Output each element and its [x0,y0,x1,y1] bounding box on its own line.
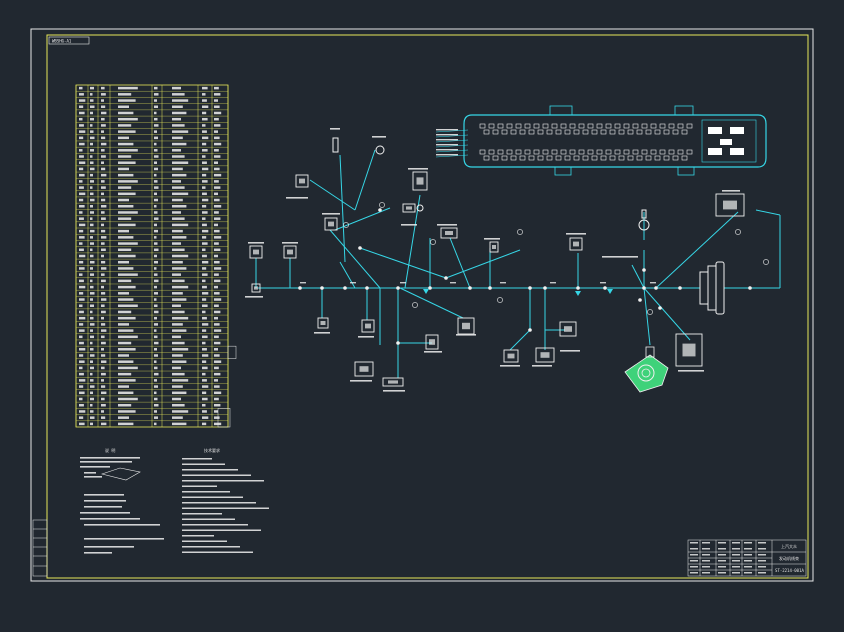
title-tag-box [48,36,90,45]
splice-points [298,202,769,345]
notes-right-heading: 技术要求 [204,447,220,453]
title-tag: WBSHG-A1 [52,39,72,44]
grommet-icon [699,261,725,315]
drawing-name: 发动机线束 [779,555,799,561]
title-block-entries [690,542,766,574]
main-trunk [255,149,781,378]
outer-border [30,28,814,582]
inner-frame [46,34,809,579]
company-name: 上汽大众 [781,543,797,549]
notes-block [80,457,269,554]
notes-left-heading: 说 明 [105,447,115,453]
ring-terminal-icon [332,137,650,231]
drawing-number: ST-2214-001A [775,568,804,573]
throttle-body-icon [624,346,669,393]
connector-table [75,84,237,428]
connectors [249,171,745,387]
title-block [687,539,807,577]
ecu-connector-icon [463,105,767,176]
harness-diagram [245,105,781,393]
revision-strip [32,519,48,577]
connector-labels [245,128,740,392]
ecu-pin-callouts [435,129,469,158]
